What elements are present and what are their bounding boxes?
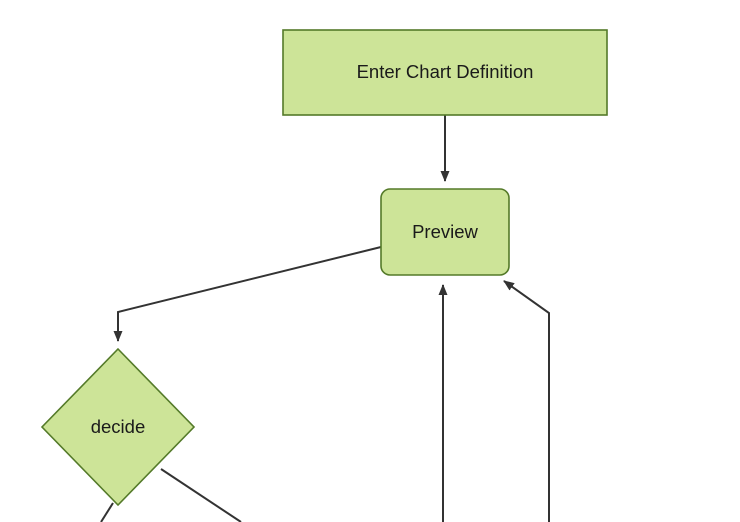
node-decide[interactable]: decide	[40, 347, 196, 507]
node-decide-shape[interactable]	[40, 347, 196, 507]
edge-preview-to-decide	[113, 246, 382, 342]
edge-decide-out-left	[100, 502, 114, 522]
node-decide-label: decide	[91, 416, 146, 437]
edge-layer	[100, 115, 550, 522]
node-enter-chart-definition-label: Enter Chart Definition	[357, 61, 534, 82]
node-enter-chart-definition-shape[interactable]	[282, 29, 608, 116]
node-preview-label: Preview	[412, 221, 478, 242]
edge-bottom-right-to-preview	[503, 280, 550, 522]
edge-decide-out-right	[160, 468, 242, 522]
node-preview[interactable]: Preview	[380, 188, 510, 276]
node-enter-chart-definition[interactable]: Enter Chart Definition	[282, 29, 608, 116]
node-preview-shape[interactable]	[380, 188, 510, 276]
